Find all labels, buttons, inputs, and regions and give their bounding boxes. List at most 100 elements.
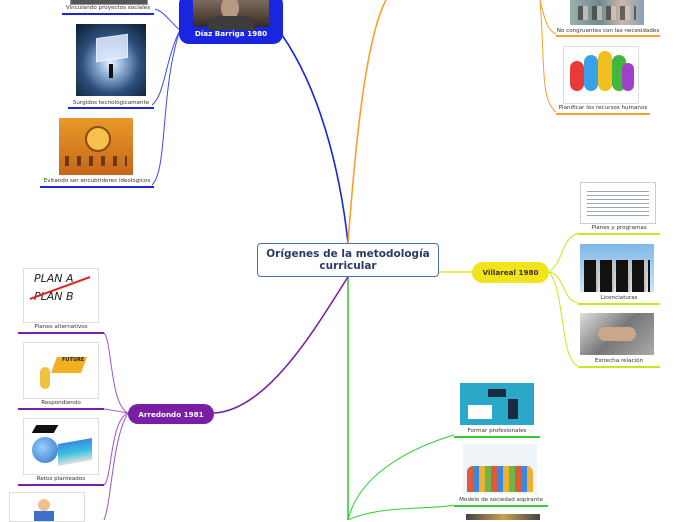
surgidos-label: Surgidos tecnológicamente xyxy=(72,100,150,106)
licenciaturas-label: Licenciaturas xyxy=(600,295,638,301)
planes-programas-label: Planes y programas xyxy=(591,225,647,231)
no-congruentes-label: No congruentes con las necesidades xyxy=(556,28,660,34)
crowd xyxy=(467,466,533,492)
cartoon-head xyxy=(38,499,50,511)
topic-evitando[interactable]: Evitando ser encubridores ideológicos xyxy=(40,118,154,188)
planificar-underline xyxy=(556,113,650,115)
figure-shape xyxy=(109,64,113,78)
diaz-barriga-photo xyxy=(193,0,269,30)
future-text: FUTURE xyxy=(62,357,85,363)
people-circle-3 xyxy=(598,51,612,91)
connector-diaz-evitando xyxy=(151,29,181,186)
future-figure xyxy=(40,367,50,389)
topic-vinculando[interactable]: Vinculando proyectos sociales xyxy=(62,0,154,15)
connector-orange-noncongruent xyxy=(539,0,557,35)
screen-shape xyxy=(96,33,128,63)
partial-bottom-left-image xyxy=(9,492,85,522)
diaz-barriga-node[interactable]: Díaz Barriga 1980 xyxy=(179,0,283,44)
evitando-label: Evitando ser encubridores ideológicos xyxy=(43,178,151,184)
retos-underline xyxy=(18,484,104,486)
people-group xyxy=(578,6,636,20)
books-shape xyxy=(58,438,92,466)
planificar-image xyxy=(563,46,639,104)
licenciaturas-underline xyxy=(578,303,660,305)
grad-cap xyxy=(488,389,506,397)
connector-arredondo-retos xyxy=(103,412,129,486)
vinculando-image xyxy=(70,0,148,5)
connector-orange-planificar xyxy=(539,0,557,113)
arredondo-node[interactable]: Arredondo 1981 xyxy=(128,404,214,424)
planes-alt-image: PLAN A PLAN B xyxy=(23,268,99,323)
connector-diaz-surgidos xyxy=(151,29,181,106)
globe-shape xyxy=(32,437,58,463)
people-circle-1 xyxy=(570,61,584,91)
topic-estrecha[interactable]: Estrecha relación xyxy=(578,313,660,369)
topic-planes-programas[interactable]: Planes y programas xyxy=(578,182,660,235)
figures-row xyxy=(65,156,127,166)
central-topic-title: Orígenes de la metodología curricular xyxy=(266,248,430,272)
diaz-barriga-label: Díaz Barriga 1980 xyxy=(194,29,268,38)
respondiendo-underline xyxy=(18,408,104,410)
evitando-underline xyxy=(40,186,154,188)
planes-alt-label: Planes alternativos xyxy=(34,324,88,330)
retos-label: Retos planteados xyxy=(36,476,86,482)
villareal-label: Villareal 1980 xyxy=(482,268,539,277)
topic-partial-bottom-left[interactable] xyxy=(9,492,85,522)
cartoon-body xyxy=(34,511,54,521)
arredondo-label: Arredondo 1981 xyxy=(138,409,204,419)
topic-surgidos[interactable]: Surgidos tecnológicamente xyxy=(68,24,154,109)
plan-a-text: PLAN A xyxy=(34,272,74,285)
doc-lines xyxy=(587,191,649,217)
central-topic[interactable]: Orígenes de la metodología curricular xyxy=(257,243,439,277)
vinculando-label: Vinculando proyectos sociales xyxy=(65,5,151,11)
vinculando-underline xyxy=(62,13,154,15)
topic-planes-alt[interactable]: PLAN A PLAN B Planes alternativos xyxy=(18,268,104,334)
connector-green-modelo xyxy=(347,504,455,520)
topic-respondiendo[interactable]: FUTURE Respondiendo xyxy=(18,342,104,410)
planes-alt-underline xyxy=(18,332,104,334)
connector-diaz-vinculando xyxy=(154,8,181,31)
formar-label: Formar profesionales xyxy=(467,428,527,434)
respondiendo-image: FUTURE xyxy=(23,342,99,399)
surgidos-image xyxy=(76,24,146,96)
connector-villareal-lic xyxy=(548,271,579,304)
topic-retos[interactable]: Retos planteados xyxy=(18,418,104,486)
planes-programas-image xyxy=(580,182,656,224)
evitando-image xyxy=(59,118,133,175)
villareal-node[interactable]: Villareal 1980 xyxy=(472,262,549,283)
estrecha-image xyxy=(580,313,654,355)
connector-central-diaz xyxy=(281,34,349,244)
portrait-face xyxy=(221,0,239,20)
respondiendo-label: Respondiendo xyxy=(41,400,81,406)
portrait-shoulders xyxy=(207,16,255,30)
topic-planificar[interactable]: Planificar los recursos humanos xyxy=(556,46,650,116)
topic-licenciaturas[interactable]: Licenciaturas xyxy=(578,244,660,305)
topic-formar[interactable]: Formar profesionales xyxy=(454,383,540,438)
planificar-label: Planificar los recursos humanos xyxy=(558,105,648,111)
topic-modelo[interactable]: Modelo de sociedad aspirante xyxy=(454,444,548,507)
mortarboard-shape xyxy=(31,425,59,433)
connector-central-arredondo xyxy=(213,276,349,414)
retos-image xyxy=(23,418,99,475)
phone-shape xyxy=(508,399,518,419)
topic-bottom-partial[interactable] xyxy=(466,514,540,520)
connector-central-orange xyxy=(347,0,387,244)
modelo-underline xyxy=(454,505,548,507)
no-congruentes-underline xyxy=(556,35,660,37)
graduates xyxy=(584,260,650,292)
topic-no-congruentes[interactable]: No congruentes con las necesidades xyxy=(556,0,660,37)
people-circle-2 xyxy=(584,55,598,91)
licenciaturas-image xyxy=(580,244,654,292)
coin-pile xyxy=(85,126,111,152)
connector-arredondo-resp xyxy=(103,408,129,414)
handshake xyxy=(598,327,636,341)
estrecha-underline xyxy=(578,366,660,368)
people-circle-5 xyxy=(622,63,634,91)
modelo-label: Modelo de sociedad aspirante xyxy=(459,497,543,503)
formar-underline xyxy=(454,436,540,438)
no-congruentes-image xyxy=(570,0,644,25)
estrecha-label: Estrecha relación xyxy=(594,358,644,364)
connector-arredondo-last xyxy=(103,412,129,520)
connector-villareal-planes xyxy=(548,232,579,273)
